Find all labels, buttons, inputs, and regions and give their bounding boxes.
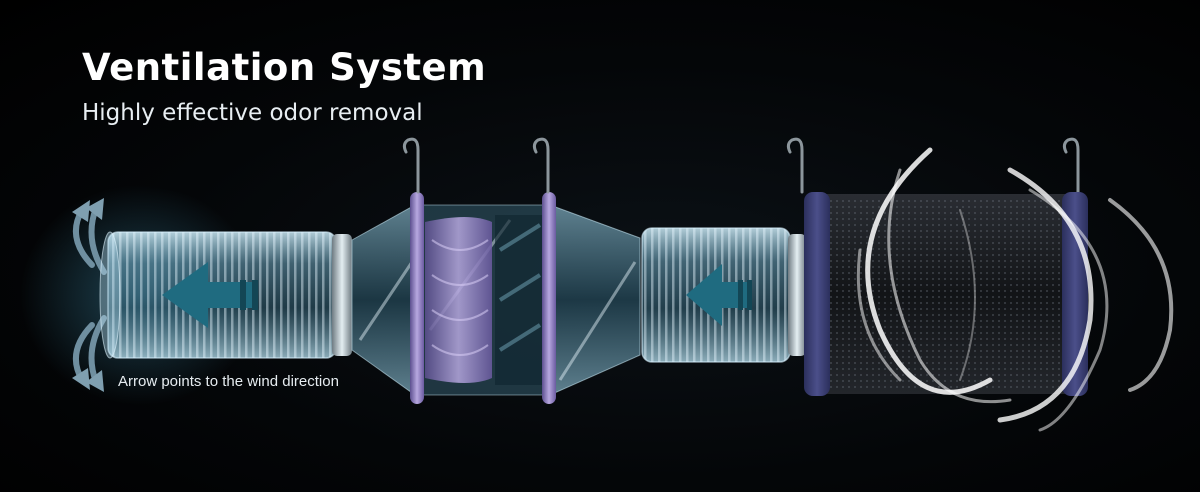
wind-direction-caption: Arrow points to the wind direction xyxy=(118,373,339,390)
fan-ring-right xyxy=(542,192,556,404)
hanger-hook-3 xyxy=(786,137,804,194)
hose-clamp-left xyxy=(332,234,352,356)
hanger-hook-4 xyxy=(1062,137,1080,194)
exhaust-arrowheads xyxy=(72,198,104,392)
hose-clamp-right xyxy=(788,234,806,356)
fan-impeller xyxy=(425,215,545,385)
fan-ring-left xyxy=(410,192,424,404)
left-wind-direction-arrow xyxy=(162,262,258,328)
hanger-hook-2 xyxy=(532,137,550,194)
page-title: Ventilation System xyxy=(82,46,487,89)
carbon-filter xyxy=(804,192,1088,396)
page-subtitle: Highly effective odor removal xyxy=(82,100,423,126)
right-wind-direction-arrow xyxy=(686,264,752,326)
intake-airflow-swirls xyxy=(856,147,1174,432)
hanger-hook-1 xyxy=(402,137,420,194)
